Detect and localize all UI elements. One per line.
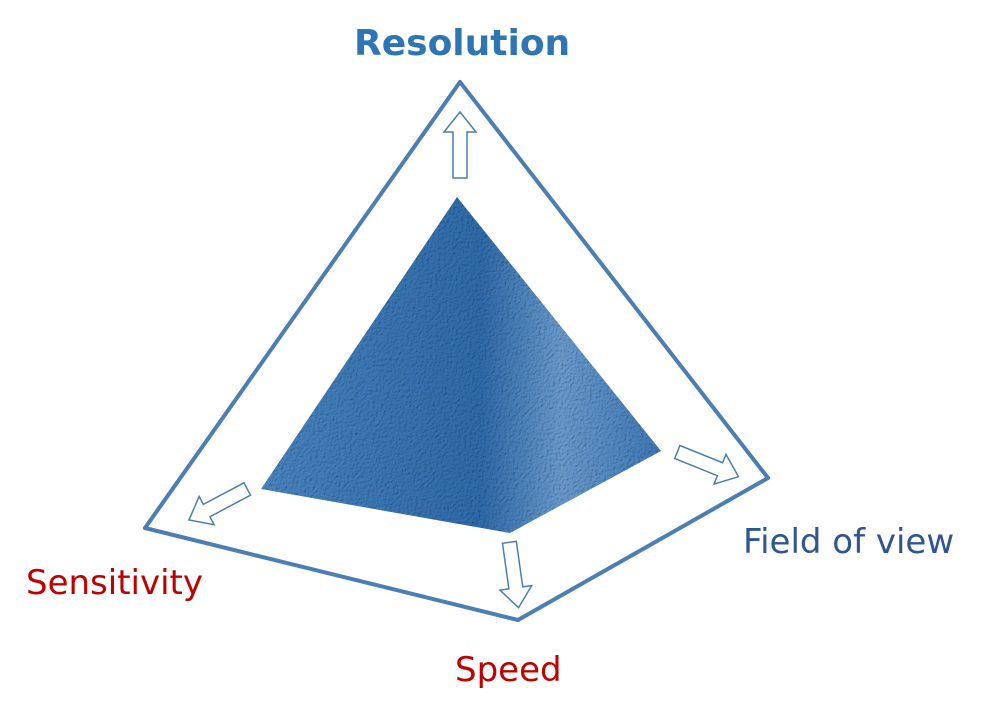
arrow-right-icon [673,444,740,486]
label-speed: Speed [455,650,562,690]
label-field-of-view: Field of view [743,522,955,562]
label-sensitivity: Sensitivity [26,563,204,603]
label-resolution: Resolution [354,23,571,64]
arrow-down-icon [498,540,534,609]
arrow-left-icon [187,481,252,526]
outer-frame [143,80,770,622]
pyramid [261,197,661,533]
arrow-up-icon [442,110,478,179]
